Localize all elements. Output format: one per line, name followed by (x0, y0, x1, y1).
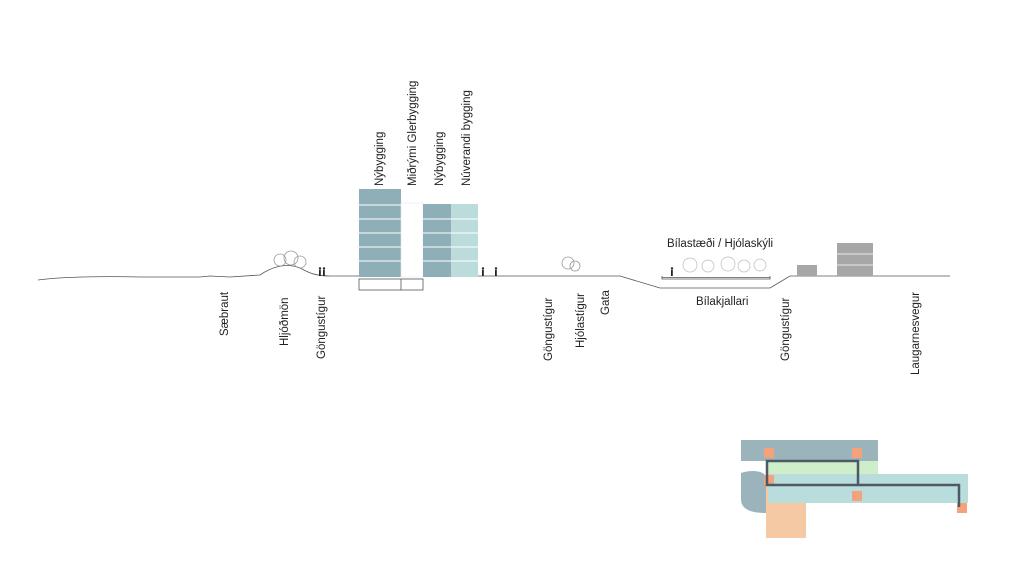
ground-label: Gata (600, 289, 612, 315)
new-building-1 (359, 189, 401, 277)
ground-label: Laugarnesvegur (910, 292, 922, 375)
circulation-route (765, 459, 961, 507)
label-garage: Bílakjallari (696, 296, 748, 308)
neighbour-buildings (797, 243, 873, 276)
ground-label: Sæbraut (219, 291, 231, 336)
label-new-building-1: Nýbygging (374, 132, 386, 186)
ground-label: Göngustígur (780, 298, 792, 361)
ground-label: Göngustígur (316, 296, 328, 359)
site-plan-key (741, 440, 968, 538)
existing-building (451, 204, 478, 277)
label-glass-middle: Miðrými Glerbygging (407, 81, 419, 186)
ground-label: Hljóðmön (279, 297, 291, 346)
ground-label: Göngustígur (543, 298, 555, 361)
street-trees (561, 256, 581, 272)
label-existing-building: Núverandi bygging (461, 90, 473, 186)
new-building-2 (423, 204, 451, 277)
label-parking: Bílastæði / Hjólaskýli (667, 238, 773, 250)
parking-trees (682, 256, 767, 273)
building-basement (358, 278, 424, 291)
parking-garage (661, 276, 771, 280)
glass-middle-building (400, 202, 424, 278)
ground-line (37, 265, 950, 289)
ground-label: Hjólastígur (575, 293, 587, 348)
berm-trees (273, 250, 307, 269)
label-new-building-2: Nýbygging (434, 132, 446, 186)
